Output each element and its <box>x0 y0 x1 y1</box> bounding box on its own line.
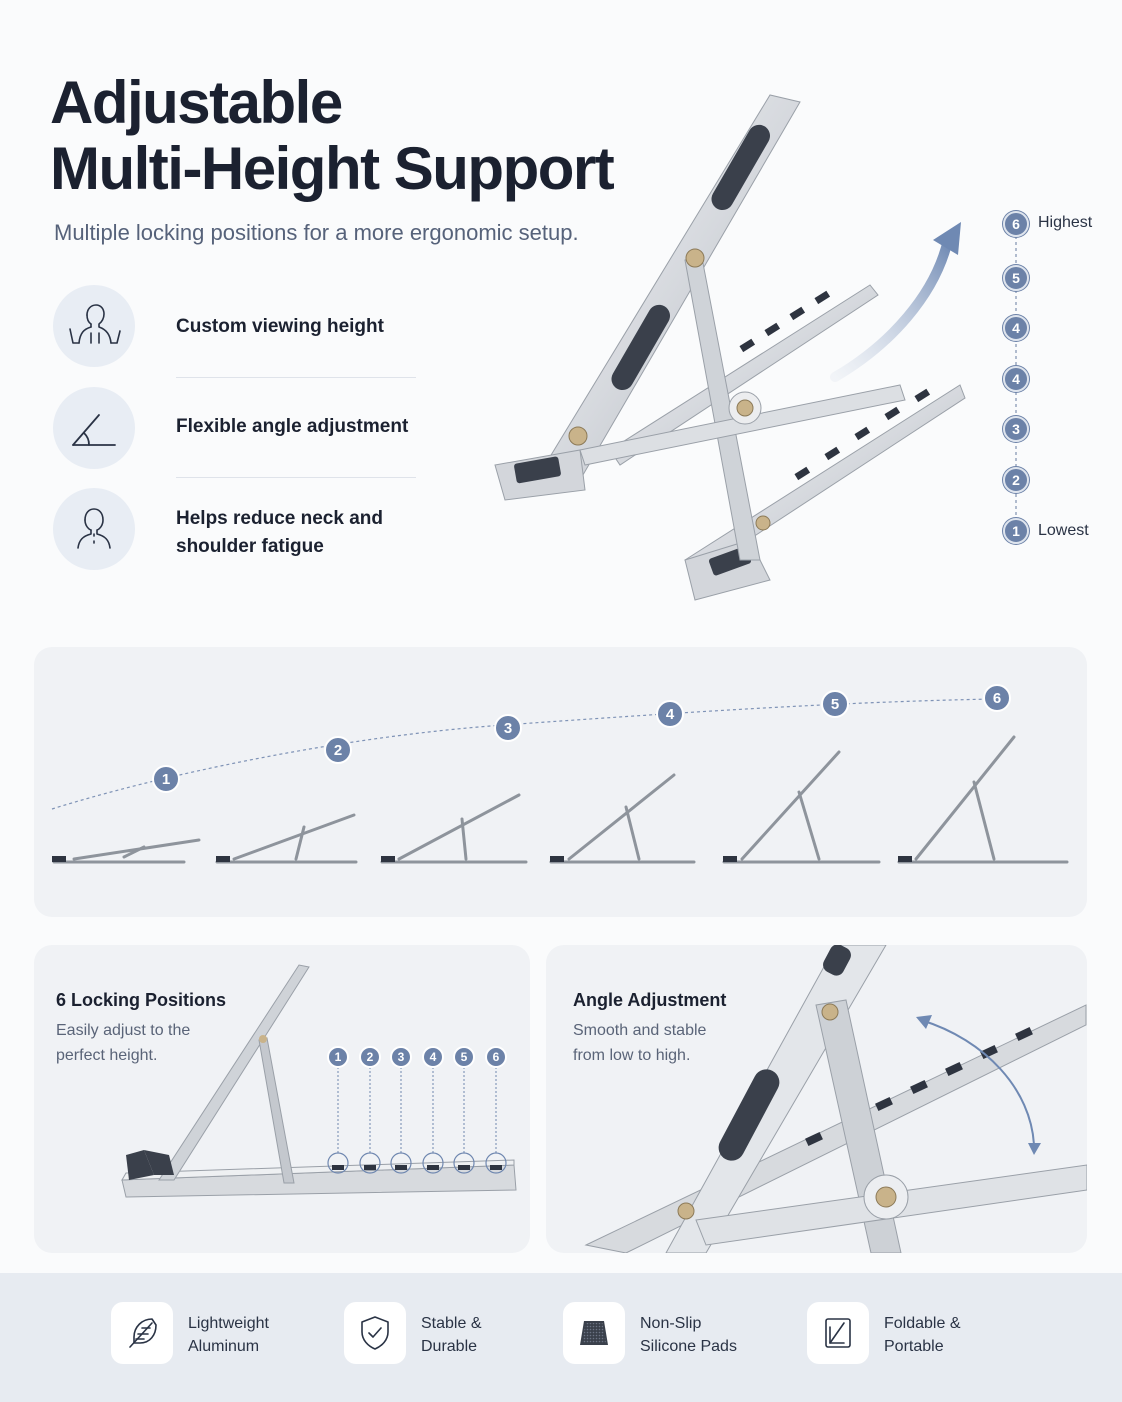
fold-icon <box>825 1318 851 1348</box>
footer-label-line: Foldable & <box>884 1315 961 1332</box>
feature-label-line: shoulder fatigue <box>176 536 324 557</box>
page-title: Adjustable Multi-Height Support <box>50 70 670 202</box>
laptop-stand-illustration <box>494 94 966 601</box>
feature-icon-circle <box>53 387 135 469</box>
locking-positions-panel: 6 Locking Positions Easily adjust to the… <box>34 945 530 1253</box>
footer-label-foldable: Foldable & Portable <box>884 1312 1024 1358</box>
title-line-2: Multi-Height Support <box>50 135 615 202</box>
position-marker: 3 <box>494 714 522 742</box>
footer-label-line: Non-Slip <box>640 1315 702 1332</box>
silicone-pad-icon <box>580 1321 608 1345</box>
angle-adjustment-illustration <box>584 945 1087 1253</box>
height-label-lowest: Lowest <box>1038 522 1089 539</box>
height-marker: 1 <box>1003 518 1029 544</box>
position-marker: 2 <box>324 736 352 764</box>
footer-label-stable: Stable & Durable <box>421 1312 561 1358</box>
height-label-highest: Highest <box>1038 214 1093 231</box>
feather-icon <box>129 1318 157 1348</box>
feature-label-line: Helps reduce neck and <box>176 508 383 529</box>
footer-icon-box <box>344 1302 406 1364</box>
position-marker: 5 <box>821 690 849 718</box>
position-marker: 4 <box>656 700 684 728</box>
footer-label-line: Silicone Pads <box>640 1338 737 1355</box>
height-scale-markers: 6 5 4 4 3 2 1 Highest Lowest <box>1003 211 1122 551</box>
neck-relief-icon <box>77 508 111 549</box>
panel-description: Easily adjust to the perfect height. <box>56 1018 256 1068</box>
footer-label-lightweight: Lightweight Aluminum <box>188 1312 328 1358</box>
footer-label-line: Aluminum <box>188 1338 260 1355</box>
locking-positions-illustration <box>121 964 517 1198</box>
footer-label-line: Durable <box>421 1338 478 1355</box>
feature-label-custom-height: Custom viewing height <box>176 316 384 337</box>
posture-person-icon <box>69 304 121 344</box>
feature-divider <box>176 377 416 378</box>
height-marker: 5 <box>1003 265 1029 291</box>
panel-title: 6 Locking Positions <box>56 990 227 1010</box>
panel-description-line: Easily adjust to the <box>56 1022 191 1039</box>
footer-label-non-slip: Non-Slip Silicone Pads <box>640 1312 780 1358</box>
shield-check-icon <box>361 1316 389 1350</box>
feature-label-neck: Helps reduce neck and shoulder fatigue <box>176 505 436 561</box>
feature-footer-bar <box>0 1273 1122 1402</box>
height-marker: 4 <box>1003 315 1029 341</box>
footer-label-line: Portable <box>884 1338 944 1355</box>
position-marker: 6 <box>983 684 1011 712</box>
footer-icon-box <box>807 1302 869 1364</box>
footer-icon-box <box>563 1302 625 1364</box>
panel-title: Angle Adjustment <box>573 990 727 1010</box>
feature-label-angle: Flexible angle adjustment <box>176 416 409 437</box>
locking-marker: 1 <box>327 1046 349 1068</box>
locking-marker: 6 <box>485 1046 507 1068</box>
panel-description: Smooth and stable from low to high. <box>573 1018 773 1068</box>
angle-icon <box>72 414 116 446</box>
footer-icon-box <box>111 1302 173 1364</box>
title-line-1: Adjustable <box>50 69 343 136</box>
height-positions-strip <box>34 647 1087 917</box>
feature-icon-circle <box>53 488 135 570</box>
locking-marker: 2 <box>359 1046 381 1068</box>
feature-icon-circle <box>53 285 135 367</box>
panel-description-line: from low to high. <box>573 1047 691 1064</box>
footer-label-line: Stable & <box>421 1315 482 1332</box>
panel-description-line: Smooth and stable <box>573 1022 707 1039</box>
height-marker: 2 <box>1003 467 1029 493</box>
footer-label-line: Lightweight <box>188 1315 269 1332</box>
locking-marker: 4 <box>422 1046 444 1068</box>
feature-divider <box>176 477 416 478</box>
angle-adjustment-panel: Angle Adjustment Smooth and stable from … <box>546 945 1087 1253</box>
position-marker: 1 <box>152 765 180 793</box>
page-subtitle: Multiple locking positions for a more er… <box>54 220 579 245</box>
height-marker: 6 <box>1003 211 1029 237</box>
panel-description-line: perfect height. <box>56 1047 158 1064</box>
height-marker: 3 <box>1003 416 1029 442</box>
positions-strip-illustration <box>51 698 1069 864</box>
locking-marker: 3 <box>390 1046 412 1068</box>
height-marker: 4 <box>1003 366 1029 392</box>
locking-marker: 5 <box>453 1046 475 1068</box>
